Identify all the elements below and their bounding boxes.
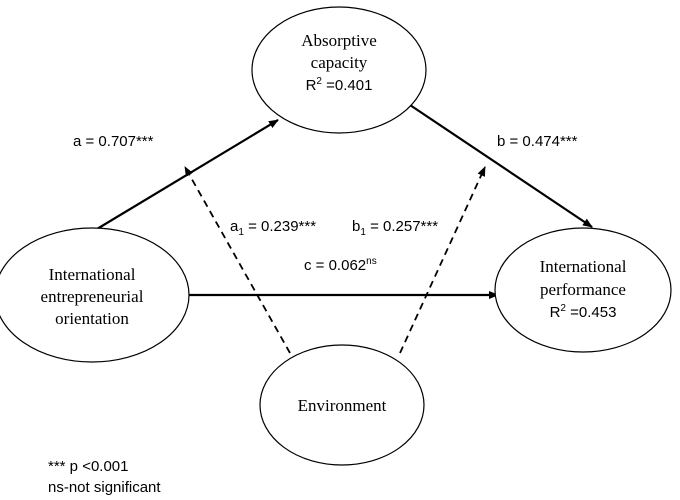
performance-r2: R2 =0.453: [550, 303, 617, 321]
performance-line1: International: [540, 257, 627, 276]
legend-significance: *** p <0.001: [48, 458, 129, 475]
environment-label: Environment: [298, 396, 387, 415]
path-c-label: c = 0.062ns: [304, 256, 377, 274]
orientation-line3: orientation: [55, 309, 129, 328]
node-absorptive-capacity: Absorptive capacity R2 =0.401: [251, 6, 427, 134]
absorptive-line1: Absorptive: [301, 31, 377, 50]
absorptive-line2: capacity: [311, 53, 368, 72]
path-b-label: b = 0.474***: [497, 133, 578, 150]
path-b-arrow: [409, 104, 593, 228]
node-environment: Environment: [259, 344, 425, 466]
path-b1-arrow: [399, 166, 486, 354]
path-b1-label: b1 = 0.257***: [352, 218, 438, 238]
node-international-entrepreneurial-orientation: International entrepreneurial orientatio…: [0, 227, 190, 363]
path-a1-label: a1 = 0.239***: [230, 218, 316, 238]
path-a1-arrow: [184, 166, 291, 354]
absorptive-r2: R2 =0.401: [306, 76, 373, 94]
performance-line2: performance: [540, 280, 626, 299]
path-a-label: a = 0.707***: [73, 133, 154, 150]
node-international-performance: International performance R2 =0.453: [494, 227, 672, 353]
orientation-line2: entrepreneurial: [41, 287, 144, 306]
legend-ns: ns-not significant: [48, 479, 161, 496]
orientation-line1: International: [49, 265, 136, 284]
